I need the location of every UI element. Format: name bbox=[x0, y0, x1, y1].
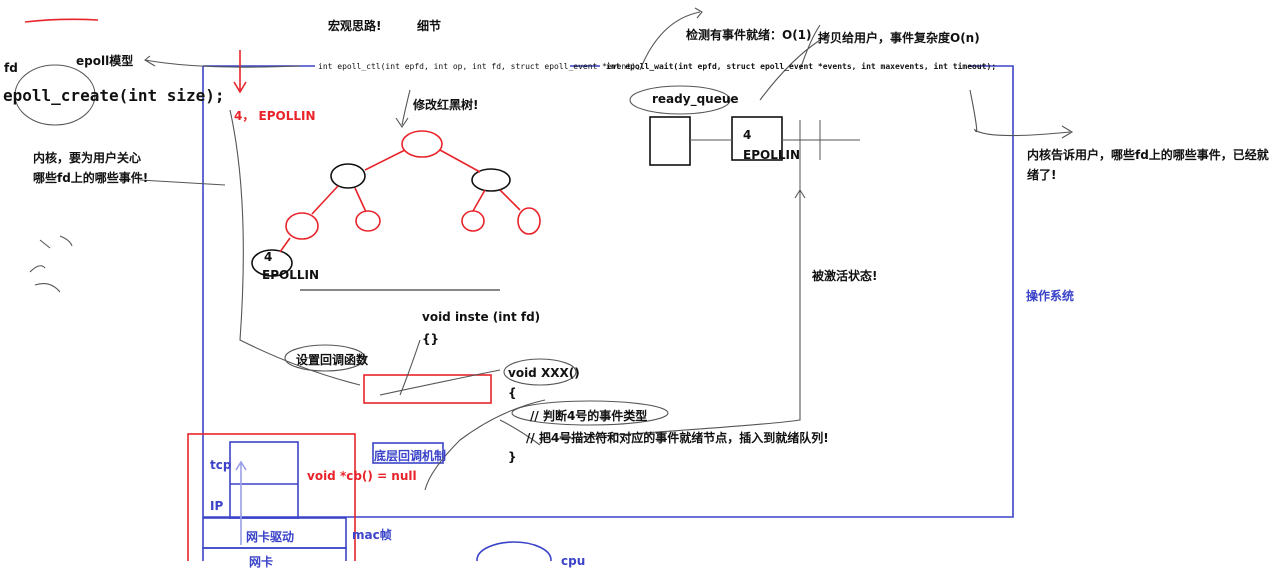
kernel-care-text-2: 哪些fd上的哪些事件! bbox=[33, 171, 149, 185]
os-label: 操作系统 bbox=[1026, 289, 1075, 303]
tcp-label: tcp bbox=[210, 458, 232, 472]
brace-open: { bbox=[508, 386, 517, 400]
epoll-wait-signature: int epoll_wait(int epfd, struct epoll_ev… bbox=[606, 62, 997, 71]
macro-idea-label: 宏观思路! bbox=[328, 19, 382, 33]
mac-frame-label: mac帧 bbox=[352, 528, 392, 542]
ip-label: IP bbox=[210, 499, 224, 513]
activated-label: 被激活状态! bbox=[812, 269, 878, 283]
kernel-care-text-1: 内核，要为用户关心 bbox=[33, 151, 142, 165]
comment-1: // 判断4号的事件类型 bbox=[530, 409, 648, 423]
brace-close: } bbox=[508, 450, 517, 464]
nic-label: 网卡 bbox=[249, 555, 274, 569]
os-box bbox=[202, 65, 1014, 518]
kernel-tells-text-1: 内核告诉用户，哪些fd上的哪些事件，已经就 bbox=[1027, 148, 1269, 162]
low-level-callback-label: 底层回调机制 bbox=[374, 449, 447, 463]
tree-node-event: EPOLLIN bbox=[262, 268, 319, 282]
modify-rbtree-label: 修改红黑树! bbox=[413, 98, 479, 112]
rbtree-root bbox=[401, 130, 443, 158]
nic-driver-label: 网卡驱动 bbox=[246, 530, 295, 544]
void-xxx-code: void XXX() bbox=[508, 366, 580, 380]
copy-to-user-label: 拷贝给用户，事件复杂度O(n) bbox=[818, 31, 980, 45]
ready-node-number: 4 bbox=[743, 128, 752, 142]
detect-ready-label: 检测有事件就绪：O(1) bbox=[686, 28, 812, 42]
callback-null-code: void *cb() = null bbox=[307, 469, 417, 483]
epoll-ctl-signature: int epoll_ctl(int epfd, int op, int fd, … bbox=[318, 62, 641, 71]
ready-node-event: EPOLLIN bbox=[743, 148, 800, 162]
epollin-annotation: 4， EPOLLIN bbox=[234, 109, 316, 123]
epoll-create-signature: epoll_create(int size); bbox=[3, 86, 225, 105]
kernel-tells-text-2: 绪了! bbox=[1027, 168, 1057, 182]
ready-queue-label: ready_queue bbox=[652, 92, 739, 106]
set-callback-label: 设置回调函数 bbox=[296, 353, 369, 367]
detail-label: 细节 bbox=[417, 19, 442, 33]
brace-empty: {} bbox=[422, 332, 440, 346]
void-inste-code: void inste (int fd) bbox=[422, 310, 541, 324]
fd-label: fd bbox=[4, 61, 18, 75]
tree-node-number: 4 bbox=[264, 250, 273, 264]
comment-2: // 把4号描述符和对应的事件就绪节点，插入到就绪队列! bbox=[526, 431, 829, 445]
epoll-model-label: epoll模型 bbox=[76, 54, 134, 68]
cpu-label: cpu bbox=[561, 554, 586, 568]
